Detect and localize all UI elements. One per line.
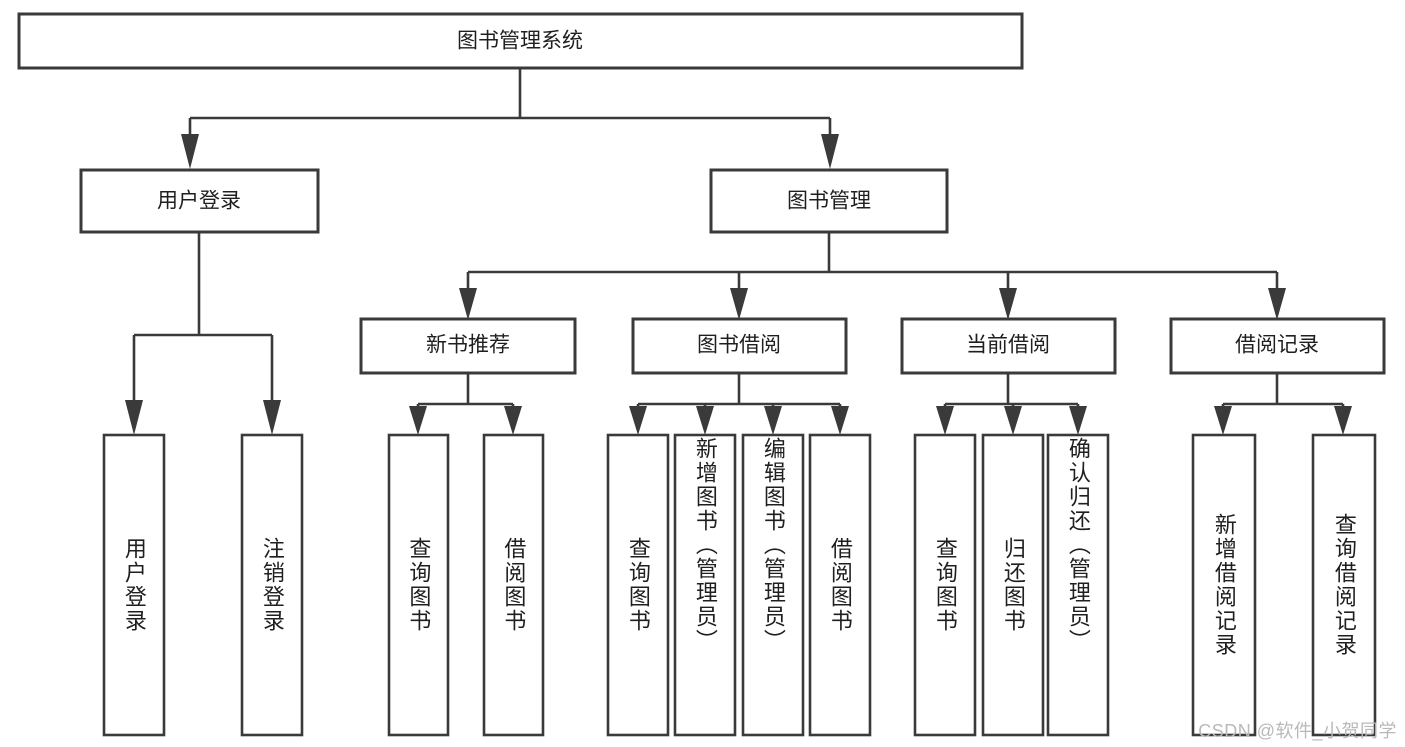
leaf-box-current-borrow-3[interactable] [1046, 433, 1110, 737]
node-book-borrow[interactable]: 图书借阅 [631, 317, 848, 375]
arrow-head-leaf-borrowrecord-2 [1334, 406, 1352, 435]
leaf-box-user-login-2[interactable] [240, 433, 304, 737]
leaf-box-current-borrow-2[interactable] [981, 433, 1045, 737]
leaf-box-book-borrow-2[interactable] [673, 433, 737, 737]
arrow-head-leaf-currentborrow-2 [1004, 406, 1022, 435]
node-book-borrow-label: 图书借阅 [697, 334, 781, 357]
node-root[interactable]: 图书管理系统 [17, 12, 1024, 70]
node-user-login[interactable]: 用户登录 [79, 168, 320, 234]
arrow-head-leaf-currentborrow-3 [1069, 406, 1087, 435]
node-current-borrow[interactable]: 当前借阅 [900, 317, 1117, 375]
arrow-head-leaf-newbook-2 [504, 406, 522, 435]
arrow-head-user-login [181, 134, 199, 169]
leaf-box-new-book-1[interactable] [387, 433, 450, 737]
watermark-text: CSDN @软件_小贺同学 [1198, 721, 1397, 741]
leaf-box-borrow-record-1[interactable] [1191, 433, 1257, 737]
arrow-head-leaf-user-login-2 [263, 400, 281, 435]
arrow-head-leaf-borrowrecord-1 [1214, 406, 1232, 435]
arrow-head-leaf-bookborrow-2 [696, 406, 714, 435]
leaf-box-borrow-record-2[interactable] [1311, 433, 1377, 737]
arrow-head-leaf-newbook-1 [409, 406, 427, 435]
leaf-box-current-borrow-1[interactable] [913, 433, 977, 737]
arrow-head-leaf-currentborrow-1 [936, 406, 954, 435]
node-book-manage[interactable]: 图书管理 [709, 168, 949, 234]
arrow-head-borrow-record [1268, 288, 1286, 320]
leaf-box-book-borrow-3[interactable] [741, 433, 805, 737]
arrow-head-leaf-bookborrow-4 [831, 406, 849, 435]
arrow-head-leaf-bookborrow-1 [629, 406, 647, 435]
node-new-book-recommend-label: 新书推荐 [426, 334, 510, 357]
node-book-manage-label: 图书管理 [787, 190, 871, 213]
arrow-head-new-book [459, 288, 477, 320]
node-borrow-record[interactable]: 借阅记录 [1169, 317, 1386, 375]
leaf-box-book-borrow-1[interactable] [606, 433, 670, 737]
node-user-login-label: 用户登录 [157, 190, 241, 213]
arrow-head-book-borrow [730, 288, 748, 320]
leaf-box-book-borrow-4[interactable] [808, 433, 872, 737]
node-current-borrow-label: 当前借阅 [966, 334, 1050, 357]
leaf-box-user-login-1[interactable] [102, 433, 166, 737]
node-borrow-record-label: 借阅记录 [1235, 334, 1319, 357]
node-new-book-recommend[interactable]: 新书推荐 [359, 317, 577, 375]
arrow-head-leaf-user-login-1 [125, 400, 143, 435]
leaf-box-new-book-2[interactable] [482, 433, 545, 737]
arrow-head-current-borrow [999, 288, 1017, 320]
arrow-head-book-manage [821, 134, 839, 169]
node-root-label: 图书管理系统 [457, 30, 583, 53]
arrow-head-leaf-bookborrow-3 [764, 406, 782, 435]
